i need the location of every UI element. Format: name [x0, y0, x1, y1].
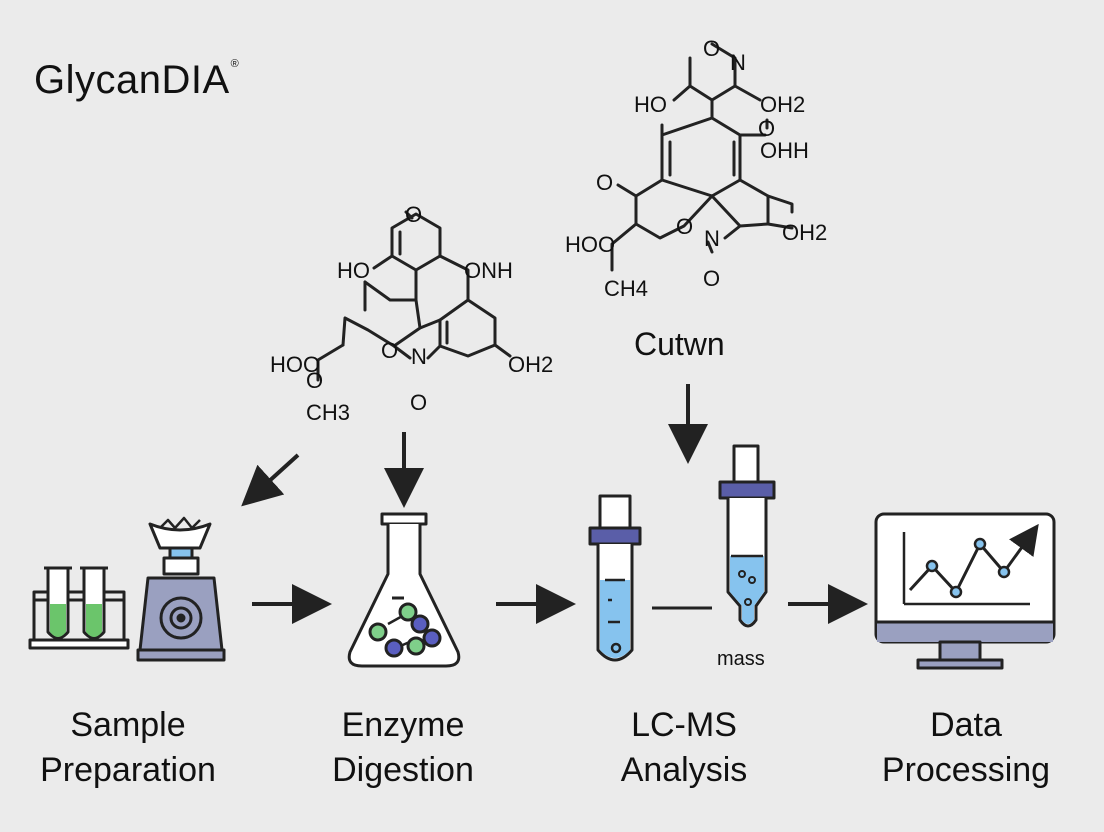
atom-label: O — [410, 390, 427, 415]
molecule-dot — [406, 636, 426, 656]
step-label-line: LC-MS — [631, 706, 737, 744]
atom-label: ONH — [464, 258, 513, 283]
atom-label: N — [704, 226, 720, 251]
enzyme-flask — [347, 512, 461, 668]
atom-label: O — [596, 170, 613, 195]
app-title: GlycanDIA® — [34, 58, 239, 103]
step-label-data-processing: Data Processing — [846, 703, 1086, 793]
molecule-dot — [410, 614, 430, 634]
atom-label: HO — [634, 92, 667, 117]
step-label-line: Analysis — [620, 751, 748, 789]
arrow-to-sample-prep — [241, 453, 300, 507]
mass-label: mass — [717, 648, 765, 670]
atom-label: O — [703, 266, 720, 291]
atom-label: O — [405, 202, 422, 227]
atom-label: HO — [337, 258, 370, 283]
tube-cap — [588, 526, 642, 546]
molecule-right — [610, 42, 794, 272]
molecule-caption: Cutwn — [634, 326, 725, 362]
data-monitor — [874, 512, 1056, 670]
atom-label: N — [411, 344, 427, 369]
atom-label: CH4 — [604, 276, 648, 301]
atom-label: O — [676, 214, 693, 239]
molecule-dot — [422, 628, 442, 648]
sample-preparation-illustration — [28, 516, 226, 662]
atom-label: CH3 — [306, 400, 350, 425]
step-label-line: Processing — [881, 751, 1051, 789]
molecule-left-atoms: O HO ONH O HOO O N O OH2 CH3 — [270, 202, 553, 425]
atom-label: OHH — [760, 138, 809, 163]
step-label-sample-preparation: Sample Preparation — [8, 703, 248, 793]
molecule-right-atoms: O N HO OH2 O OHH O HOO O N O OH2 CH4 — [565, 36, 827, 301]
atom-label: O — [758, 116, 775, 141]
molecule-dot — [384, 638, 404, 658]
tube-cap — [718, 480, 776, 500]
atom-label: N — [730, 50, 746, 75]
atom-label: HOO — [270, 352, 320, 377]
step-label-enzyme-digestion: Enzyme Digestion — [283, 703, 523, 793]
step-label-lcms-analysis: LC-MS Analysis — [564, 703, 804, 793]
step-label-line: Preparation — [40, 751, 216, 789]
molecule-arrows — [241, 384, 708, 508]
atom-label: O — [306, 368, 323, 393]
molecule-dot — [368, 622, 388, 642]
step-label-line: Data — [930, 706, 1002, 744]
molecule-left — [316, 210, 512, 382]
step-label-line: Enzyme — [341, 706, 465, 744]
molecule-dot — [398, 602, 418, 622]
atom-label: O — [703, 36, 720, 61]
atom-label: OH2 — [760, 92, 805, 117]
lcms-instruments — [588, 444, 776, 662]
app-title-text: GlycanDIA — [34, 58, 230, 102]
atom-label: O — [381, 338, 398, 363]
atom-label: HOO — [565, 232, 615, 257]
step-label-line: Digestion — [332, 751, 474, 789]
machine-funnel — [148, 522, 212, 550]
atom-label: OH2 — [508, 352, 553, 377]
atom-label: OH2 — [782, 220, 827, 245]
rack-base — [28, 638, 130, 650]
registered-mark: ® — [230, 58, 240, 70]
step-label-line: Sample — [70, 706, 186, 744]
